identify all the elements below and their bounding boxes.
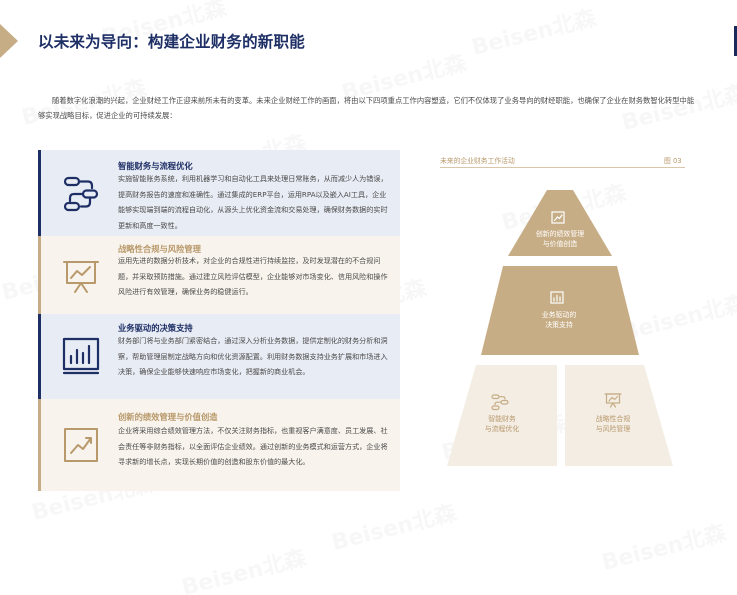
pyramid-bottom-left-label: 智能财务 与流程优化 xyxy=(472,414,532,434)
pyramid-bottom-left-tier xyxy=(447,365,557,466)
label-line: 与价值创造 xyxy=(542,240,578,248)
trend-chart-icon xyxy=(64,428,98,462)
card-performance-value: 创新的绩效管理与价值创造 企业将采用综合绩效管理方法，不仅关注财务指标，也重视客… xyxy=(38,399,400,491)
process-flow-icon xyxy=(491,394,509,411)
label-line: 与风险管理 xyxy=(595,425,631,433)
process-flow-icon xyxy=(63,176,99,212)
label-line: 决策支持 xyxy=(545,321,573,329)
pyramid-middle-label: 业务驱动的 决策支持 xyxy=(529,310,589,330)
card-smart-finance: 智能财务与流程优化 实施智能账务系统，利用机器学习和自动化工具来处理日常账务，从… xyxy=(38,150,400,236)
pyramid-middle-tier xyxy=(481,266,639,355)
presentation-chart-icon xyxy=(63,261,99,293)
watermark: Beisen北森 xyxy=(329,500,459,556)
card-description: 企业将采用综合绩效管理方法，不仅关注财务指标，也重视客户满意度、员工发展、社会责… xyxy=(118,426,388,467)
card-title: 智能财务与流程优化 xyxy=(118,161,193,171)
intro-paragraph: 随着数字化浪潮的兴起，企业财经工作正迎来前所未有的变革。未来企业财经工作的画面，… xyxy=(38,96,695,120)
pyramid-top-label: 创新的绩效管理 与价值创造 xyxy=(530,229,590,249)
card-description: 运用先进的数据分析技术，对企业的合规性进行持续监控，及时发现潜在的不合规问题，并… xyxy=(118,256,388,297)
card-description: 实施智能账务系统，利用机器学习和自动化工具来处理日常账务，从而减少人为错误，提高… xyxy=(118,174,388,230)
figure-title: 未来的企业财务工作活动 xyxy=(440,157,515,165)
card-list: 智能财务与流程优化 实施智能账务系统，利用机器学习和自动化工具来处理日常账务，从… xyxy=(38,150,400,491)
card-decision-support: 业务驱动的决策支持 财务部门将与业务部门紧密结合，通过深入分析业务数据，提供定制… xyxy=(38,314,400,399)
page-edge-bar xyxy=(734,26,737,56)
trend-chart-icon xyxy=(551,211,565,224)
pyramid-diagram xyxy=(447,190,673,466)
label-line: 战略性合规 xyxy=(595,415,631,423)
watermark: Beisen北森 xyxy=(469,5,599,61)
watermark: Beisen北森 xyxy=(599,520,729,576)
pyramid-bottom-right-tier xyxy=(565,365,673,466)
label-line: 业务驱动的 xyxy=(541,311,577,319)
card-title: 创新的绩效管理与价值创造 xyxy=(118,412,218,422)
bar-chart-icon xyxy=(62,337,100,375)
watermark: Beisen北森 xyxy=(179,545,309,595)
section-chevron-icon xyxy=(0,24,18,58)
card-title: 业务驱动的决策支持 xyxy=(118,323,193,333)
pyramid-bottom-right-label: 战略性合规 与风险管理 xyxy=(583,414,643,434)
figure-number: 图 03 xyxy=(664,157,682,165)
bar-chart-icon xyxy=(550,291,564,304)
page-title: 以未来为导向：构建企业财务的新职能 xyxy=(38,33,305,51)
label-line: 创新的绩效管理 xyxy=(535,230,585,238)
label-line: 智能财务 xyxy=(488,415,516,423)
card-title: 战略性合规与风险管理 xyxy=(118,244,201,254)
label-line: 与流程优化 xyxy=(484,425,520,433)
presentation-chart-icon xyxy=(604,393,622,408)
card-description: 财务部门将与业务部门紧密结合，通过深入分析业务数据，提供定制化的财务分析和洞察，… xyxy=(118,336,388,377)
card-compliance-risk: 战略性合规与风险管理 运用先进的数据分析技术，对企业的合规性进行持续监控，及时发… xyxy=(38,236,400,314)
figure-divider xyxy=(440,167,685,168)
